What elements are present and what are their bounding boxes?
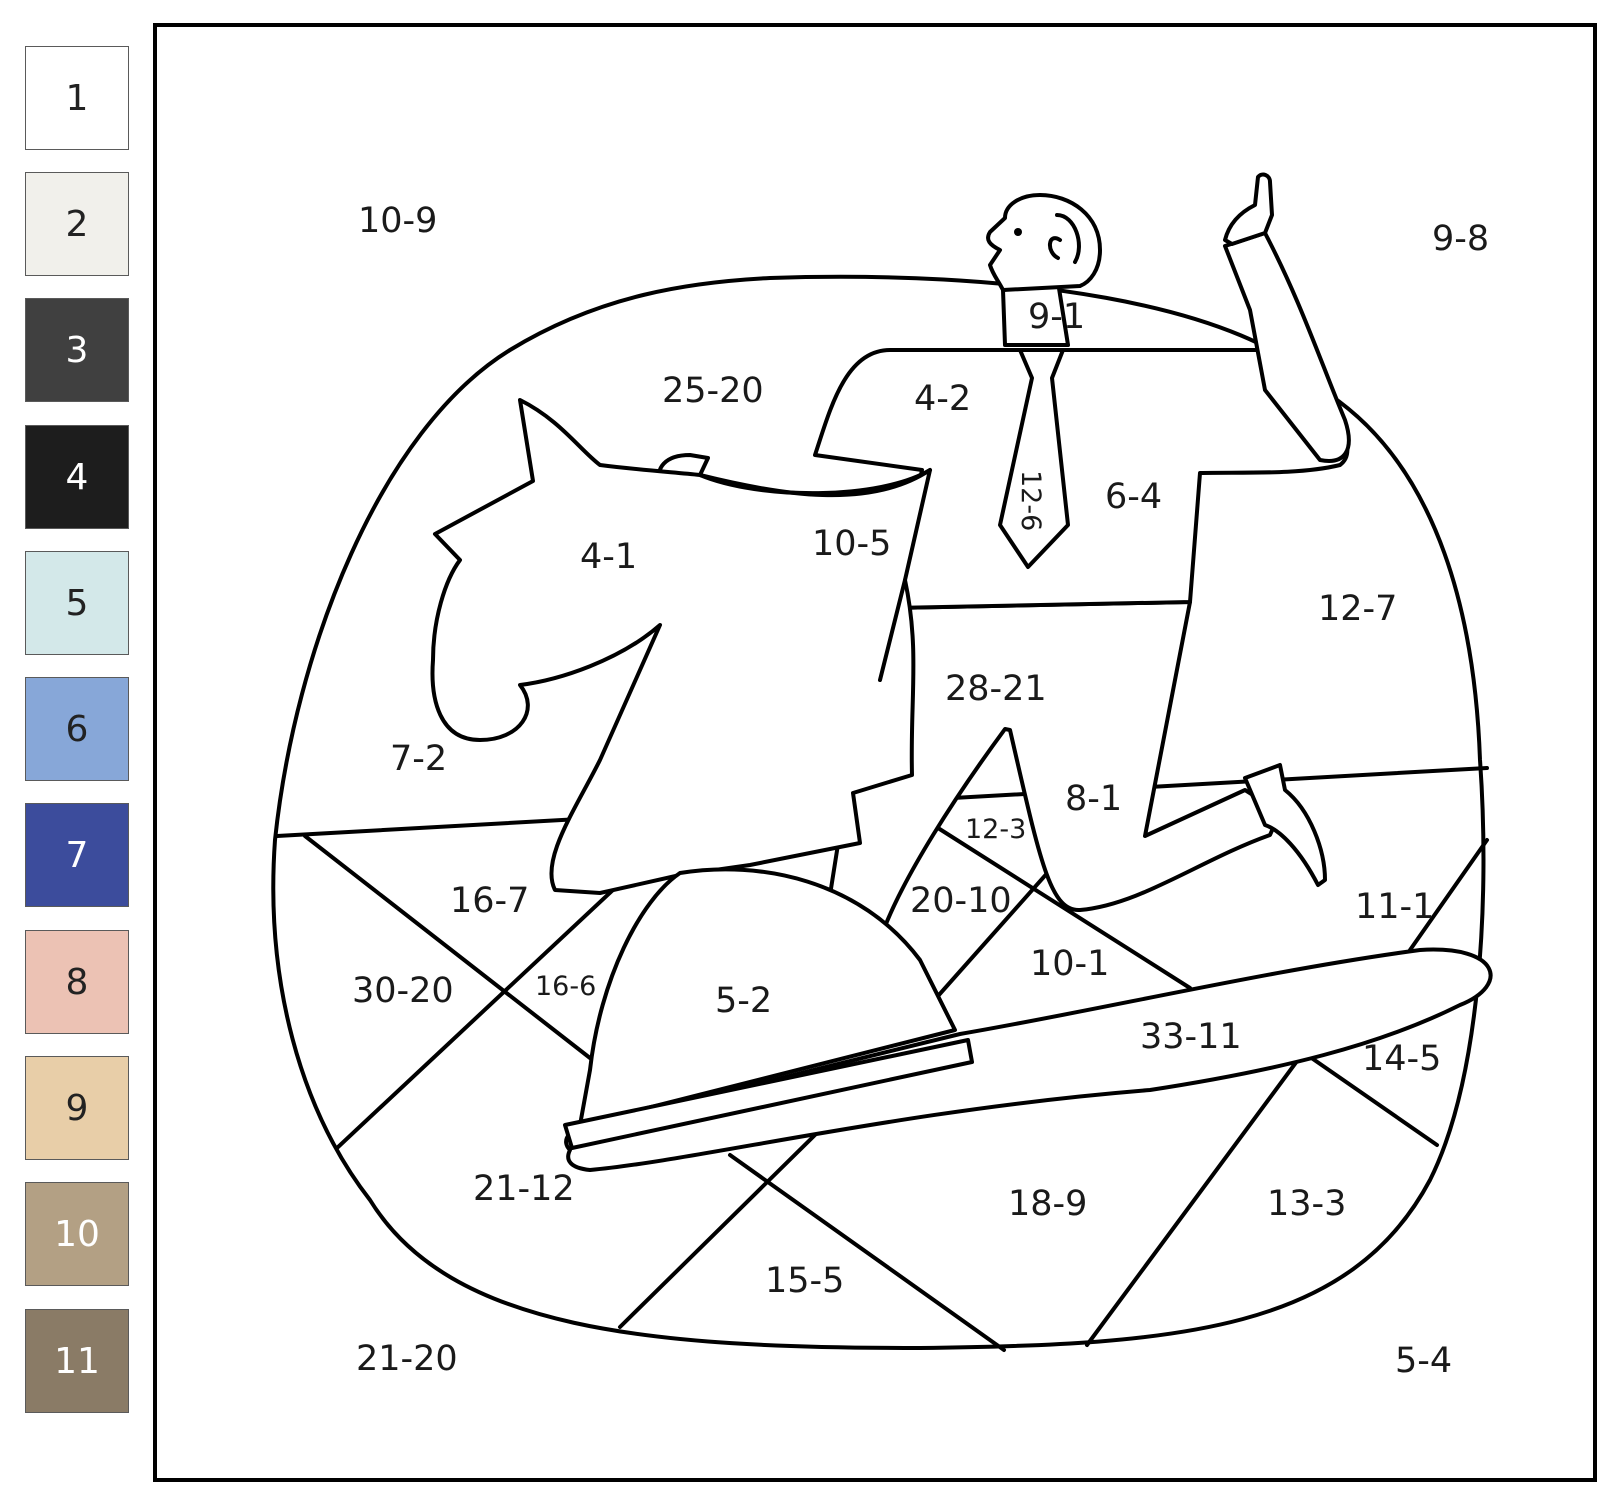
- man-ear: [1048, 213, 1081, 264]
- skateboard-bar[interactable]: [563, 1038, 974, 1150]
- label-trousers[interactable]: 28-21: [945, 669, 1047, 709]
- label-bg-bottom-right[interactable]: 5-4: [1395, 1341, 1452, 1381]
- label-knight-mane[interactable]: 10-5: [812, 524, 891, 564]
- man-hand[interactable]: [1223, 172, 1274, 246]
- man-shoe[interactable]: [1243, 763, 1327, 887]
- swatch-1[interactable]: 1: [25, 46, 129, 150]
- swatch-4[interactable]: 4: [25, 425, 129, 529]
- label-knight-base[interactable]: 5-2: [715, 981, 772, 1021]
- swatch-8[interactable]: 8: [25, 930, 129, 1034]
- label-tie[interactable]: 12-6: [1015, 470, 1046, 531]
- knight-base[interactable]: [578, 867, 957, 1127]
- label-board-plank[interactable]: 33-11: [1140, 1017, 1242, 1057]
- knight-head[interactable]: [430, 398, 932, 895]
- label-shirt-left[interactable]: 4-2: [914, 379, 971, 419]
- label-trouser-leg[interactable]: 8-1: [1065, 779, 1122, 819]
- label-tile-small[interactable]: 12-3: [965, 814, 1026, 845]
- label-knight-sliver[interactable]: 16-6: [535, 971, 596, 1002]
- skateboard[interactable]: [564, 947, 1493, 1172]
- swatch-2[interactable]: 2: [25, 172, 129, 276]
- label-floor-bottom-left[interactable]: 21-12: [473, 1169, 575, 1209]
- label-floor-center[interactable]: 10-1: [1030, 944, 1109, 984]
- label-floor-right[interactable]: 11-1: [1355, 887, 1434, 927]
- label-knight-head[interactable]: 4-1: [580, 537, 637, 577]
- man-tie[interactable]: [998, 348, 1070, 569]
- label-floor-mid[interactable]: 20-10: [910, 881, 1012, 921]
- swatch-7[interactable]: 7: [25, 803, 129, 907]
- label-bg-top-left[interactable]: 10-9: [358, 201, 437, 241]
- floor-lines: [275, 766, 1489, 1352]
- man-eye: [1014, 228, 1022, 236]
- label-bg-bottom-left[interactable]: 21-20: [356, 1339, 458, 1379]
- swatch-5[interactable]: 5: [25, 551, 129, 655]
- color-palette: 1 2 3 4 5 6 7 8 9 10 11: [0, 0, 150, 1499]
- man-trousers[interactable]: [828, 600, 1282, 942]
- label-floor-bottom-right[interactable]: 13-3: [1267, 1184, 1346, 1224]
- label-floor-bottom-mid[interactable]: 18-9: [1008, 1184, 1087, 1224]
- label-floor-bottom[interactable]: 15-5: [765, 1261, 844, 1301]
- swatch-6[interactable]: 6: [25, 677, 129, 781]
- swatch-9[interactable]: 9: [25, 1056, 129, 1160]
- swatch-10[interactable]: 10: [25, 1182, 129, 1286]
- label-floor-right-low[interactable]: 14-5: [1362, 1039, 1441, 1079]
- man-arm[interactable]: [1223, 231, 1351, 463]
- label-backdrop-left[interactable]: 7-2: [390, 739, 447, 779]
- label-backdrop-top[interactable]: 25-20: [662, 371, 764, 411]
- label-head[interactable]: 9-1: [1028, 297, 1085, 337]
- region-labels: 10-9 9-8 21-20 5-4 9-1 25-20 4-2 12-6 6-…: [352, 201, 1489, 1381]
- man-head[interactable]: [986, 193, 1102, 292]
- knight-mane-line: [698, 468, 932, 682]
- swatch-11[interactable]: 11: [25, 1309, 129, 1413]
- label-backdrop-right[interactable]: 12-7: [1318, 589, 1397, 629]
- label-bg-top-right[interactable]: 9-8: [1432, 219, 1489, 259]
- label-floor-far-left[interactable]: 30-20: [352, 971, 454, 1011]
- label-shirt-right[interactable]: 6-4: [1105, 477, 1162, 517]
- label-floor-left[interactable]: 16-7: [450, 881, 529, 921]
- swatch-3[interactable]: 3: [25, 298, 129, 402]
